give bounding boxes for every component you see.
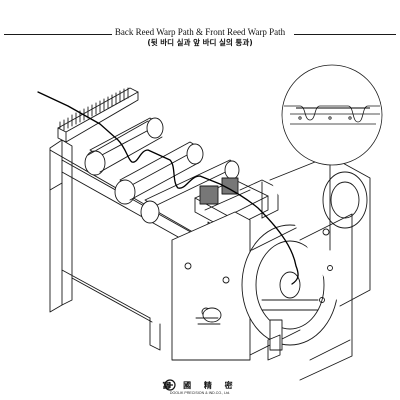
header-rule-left — [4, 34, 112, 35]
back-reed — [57, 87, 139, 143]
warp-thread — [37, 91, 299, 285]
header-rule-right — [294, 34, 396, 35]
inset-detail — [281, 64, 383, 166]
front-reed-assembly — [194, 177, 279, 241]
company-logo-icon — [164, 379, 176, 391]
right-housing — [267, 155, 371, 381]
rollers — [84, 117, 240, 224]
company-name: DOOLIK PRECISION & IND.CO., Ltd. — [169, 391, 231, 395]
diagram-title: Back Reed Warp Path & Front Reed Warp Pa… — [114, 27, 286, 37]
diagram-subtitle: (뒷 바디 실과 앞 바디 실의 통과) — [147, 38, 253, 47]
company-logo-text: 富 國 精 密 — [162, 380, 238, 390]
